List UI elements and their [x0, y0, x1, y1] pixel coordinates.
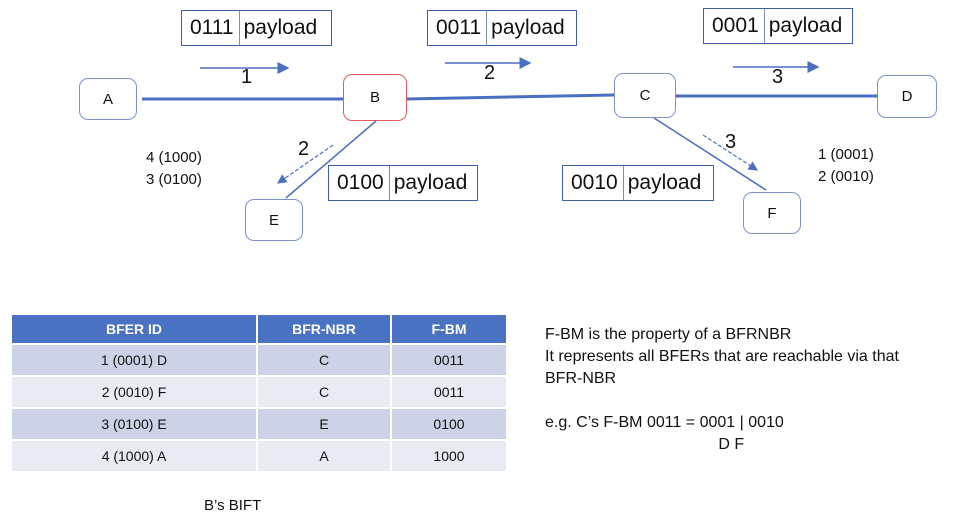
- cell-f-bm: 0011: [391, 375, 508, 408]
- arrow-step-2-down: [277, 144, 334, 184]
- step-label-2-right: 2: [484, 62, 496, 84]
- bit-labels-right: 1 (0001) 2 (0010): [818, 144, 874, 188]
- cell-bfer-id: 2 (0010) F: [12, 375, 258, 408]
- packet-payload: payload: [627, 171, 702, 194]
- table-header-row: BFER ID BFR-NBR F-BM: [12, 315, 508, 344]
- bit-label: 2 (0010): [818, 168, 874, 185]
- table-row: 4 (1000) A A 1000: [12, 439, 508, 471]
- packet-c-d: 0001 payload: [703, 8, 853, 44]
- packet-bitstring: 0010: [563, 166, 624, 200]
- node-d: D: [877, 75, 937, 118]
- step-label-2-down: 2: [298, 138, 310, 160]
- table-caption: B’s BIFT: [204, 497, 262, 514]
- cell-f-bm: 0100: [391, 407, 508, 440]
- explanation-notes: F-BM is the property of a BFRNBR It repr…: [545, 324, 899, 456]
- topology-diagram: [142, 57, 878, 199]
- cell-bfer-id: 3 (0100) E: [12, 407, 258, 440]
- step-label-3-right: 3: [772, 66, 784, 88]
- packet-bitstring: 0111: [182, 11, 240, 45]
- arrow-step-3-down: [702, 134, 759, 171]
- step-label-3-down: 3: [725, 131, 737, 153]
- col-header-bfer-id: BFER ID: [12, 315, 258, 344]
- node-c: C: [614, 73, 676, 118]
- link-c-f: [653, 117, 767, 191]
- table-row: 2 (0010) F C 0011: [12, 375, 508, 408]
- cell-bfr-nbr: C: [257, 343, 392, 376]
- cell-bfr-nbr: C: [257, 375, 392, 408]
- note-line: BFR-NBR: [545, 370, 617, 387]
- packet-b-c: 0011 payload: [427, 10, 577, 46]
- bift-table: BFER ID BFR-NBR F-BM 1 (0001) D C 0011 2…: [12, 315, 508, 471]
- cell-bfr-nbr: E: [257, 407, 392, 440]
- cell-bfer-id: 4 (1000) A: [12, 439, 258, 471]
- packet-bitstring: 0011: [428, 11, 488, 45]
- bit-label: 3 (0100): [146, 171, 202, 188]
- packet-payload: payload: [491, 16, 565, 39]
- col-header-f-bm: F-BM: [391, 315, 508, 344]
- note-line: It represents all BFERs that are reachab…: [545, 348, 899, 365]
- note-line: e.g. C’s F-BM 0011 = 0001 | 0010: [545, 414, 784, 431]
- cell-f-bm: 0011: [391, 343, 508, 376]
- cell-f-bm: 1000: [391, 439, 508, 471]
- packet-bitstring: 0001: [704, 9, 765, 43]
- link-b-e: [285, 120, 377, 199]
- cell-bfr-nbr: A: [257, 439, 392, 471]
- note-line: [545, 390, 899, 412]
- note-line: F-BM is the property of a BFRNBR: [545, 326, 792, 343]
- node-b: B: [343, 74, 407, 121]
- packet-a-b: 0111 payload: [181, 10, 332, 46]
- step-label-1: 1: [241, 66, 253, 88]
- packet-c-f: 0010 payload: [562, 165, 714, 201]
- bit-labels-left: 4 (1000) 3 (0100): [146, 147, 202, 191]
- packet-bitstring: 0100: [329, 166, 390, 200]
- node-e: E: [245, 199, 303, 241]
- packet-payload: payload: [243, 16, 318, 39]
- packet-b-e: 0100 payload: [328, 165, 478, 201]
- note-line: D F: [545, 436, 745, 453]
- packet-payload: payload: [393, 171, 468, 194]
- bit-label: 4 (1000): [146, 149, 202, 166]
- col-header-bfr-nbr: BFR-NBR: [257, 315, 392, 344]
- table-row: 3 (0100) E E 0100: [12, 407, 508, 440]
- node-f: F: [743, 192, 801, 234]
- bit-label: 1 (0001): [818, 146, 874, 163]
- link-b-c: [405, 93, 615, 101]
- packet-payload: payload: [768, 14, 843, 37]
- table-row: 1 (0001) D C 0011: [12, 343, 508, 376]
- node-a: A: [79, 78, 137, 120]
- cell-bfer-id: 1 (0001) D: [12, 343, 258, 376]
